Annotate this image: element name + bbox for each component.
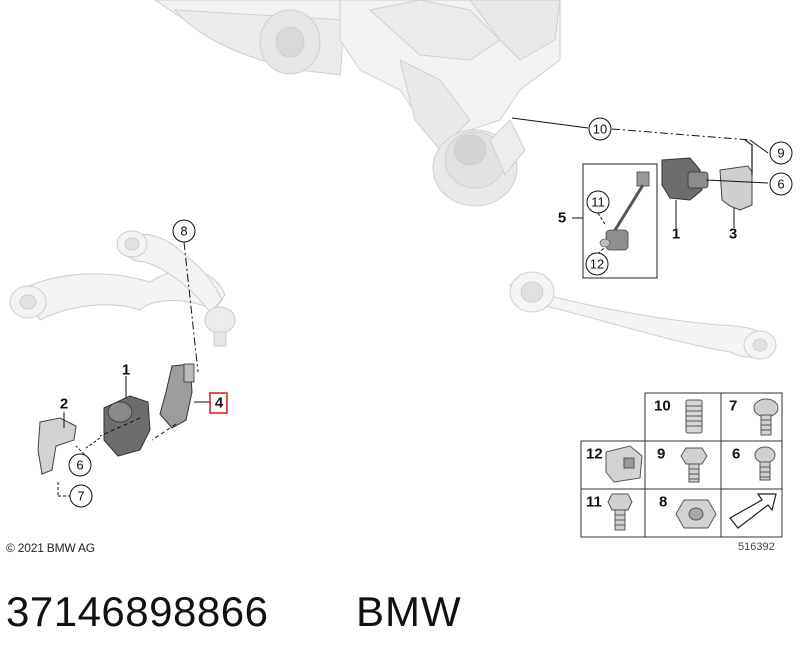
callout-6-right-label: 6 — [777, 177, 784, 192]
callout-4-label: 4 — [215, 395, 224, 412]
callout-9-label: 9 — [777, 146, 784, 161]
callout-6-right: 6 — [769, 172, 793, 196]
sensor-linkage-group — [582, 163, 658, 279]
fastener-grid: 10 7 12 9 6 — [580, 392, 783, 538]
rear-control-arm-illustration — [508, 271, 777, 360]
callout-10-label: 10 — [593, 122, 607, 137]
grid-label-12: 12 — [586, 446, 603, 463]
diagram-number: 516392 — [738, 541, 775, 553]
grid-label-10: 10 — [654, 398, 671, 415]
part-number-caption: 37146898866 — [6, 588, 269, 635]
callout-3-label: 3 — [729, 226, 737, 243]
bracket-left-part4 — [159, 363, 195, 429]
flange-bolt-icon — [607, 493, 633, 531]
grid-label-9: 9 — [657, 446, 665, 463]
control-arm-illustration — [9, 230, 236, 347]
leader-lines — [57, 117, 769, 497]
ride-height-sensor-right — [661, 157, 709, 201]
bracket-right — [719, 139, 753, 211]
callout-9: 9 — [769, 141, 793, 165]
grid-label-11: 11 — [586, 494, 602, 511]
callout-8: 8 — [172, 219, 196, 243]
front-subframe-illustration — [154, 0, 561, 207]
grid-label-7: 7 — [729, 398, 737, 415]
callout-5-label: 5 — [558, 210, 566, 227]
torx-screw-small-icon — [754, 446, 776, 481]
grid-label-8: 8 — [659, 494, 667, 511]
clip-nut-icon — [605, 445, 643, 483]
hex-nut-icon — [675, 499, 717, 529]
callout-11-label: 11 — [591, 195, 605, 210]
hex-bolt-icon — [680, 447, 708, 483]
callout-1-right-label: 1 — [672, 226, 680, 243]
callout-6-left: 6 — [68, 453, 92, 477]
callout-1-left-label: 1 — [122, 362, 130, 379]
direction-arrow-icon — [729, 493, 777, 529]
grid-label-6: 6 — [732, 446, 740, 463]
callout-6-left-label: 6 — [76, 458, 83, 473]
callout-2-label: 2 — [60, 396, 68, 413]
brand-caption: BMW — [356, 588, 462, 635]
ride-height-sensor-left — [103, 395, 151, 457]
callout-8-label: 8 — [180, 224, 187, 239]
callout-7-left: 7 — [69, 484, 93, 508]
copyright-notice: © 2021 BMW AG — [6, 541, 95, 555]
item-5-frame — [582, 163, 658, 279]
spring-nut-icon — [685, 399, 703, 434]
torx-screw-icon — [753, 398, 779, 436]
callout-11: 11 — [586, 190, 610, 214]
callout-4-highlight: 4 — [209, 392, 228, 414]
callout-7-left-label: 7 — [77, 489, 84, 504]
callout-12-label: 12 — [590, 257, 604, 272]
callout-12: 12 — [585, 252, 609, 276]
callout-10: 10 — [588, 117, 612, 141]
bracket-left-part2 — [37, 417, 77, 475]
